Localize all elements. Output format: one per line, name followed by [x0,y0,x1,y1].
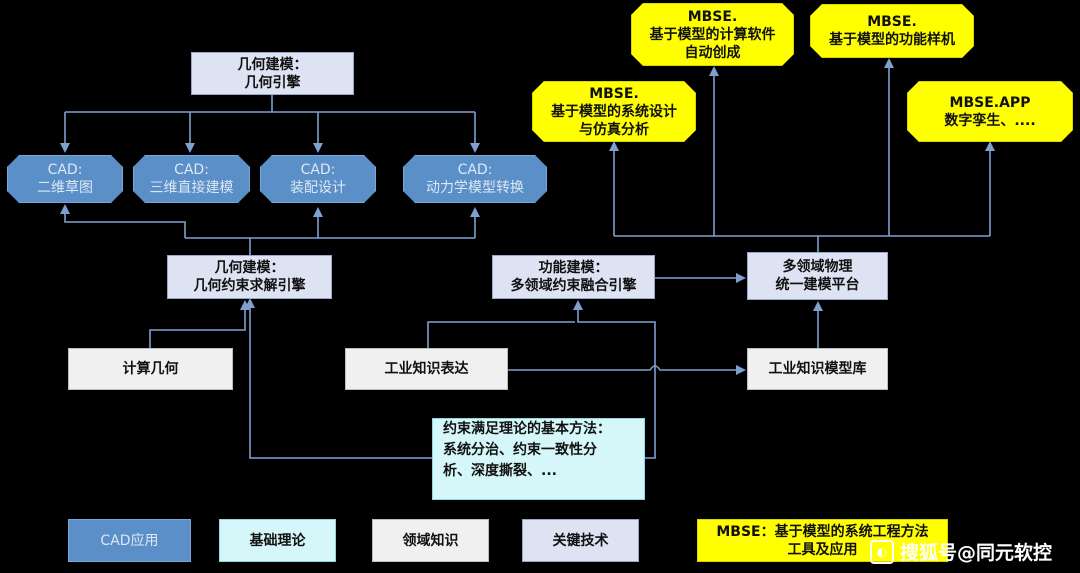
mbse-system-design-label-1: MBSE. [589,85,639,102]
legend-key-label: 关键技术 [552,532,609,549]
constraint-theory-label-3: 析、深度撕裂、... [443,463,557,479]
geometry-constraint-label-2: 几何约束求解引擎 [193,278,306,294]
mbse-software-node: MBSE. 基于模型的计算软件 自动创成 [631,3,794,66]
cad-dynamics-label-2: 动力学模型转换 [426,180,524,196]
mbse-prototype-label-2: 基于模型的功能样机 [829,32,955,48]
cad-assembly-node: CAD: 装配设计 [260,155,376,203]
cad-dynamics-label-1: CAD: [457,162,493,178]
mbse-app-node: MBSE.APP 数字孪生、.... [907,81,1073,142]
function-modeling-node: 功能建模： 多领域约束融合引擎 [492,255,655,299]
cad-2d-sketch-node: CAD: 二维草图 [7,155,123,203]
constraint-theory-label-1: 约束满足理论的基本方法： [443,421,611,437]
legend-cad-label: CAD应用 [100,532,159,549]
cad-2d-sketch-label-2: 二维草图 [37,180,93,196]
constraint-theory-node: 约束满足理论的基本方法： 系统分治、约束一致性分 析、深度撕裂、... [432,418,645,500]
geometry-constraint-node: 几何建模： 几何约束求解引擎 [167,255,332,299]
multi-domain-platform-label-2: 统一建模平台 [775,277,860,293]
legend-mbse-label-1: MBSE：基于模型的系统工程方法 [716,523,929,540]
legend-cad: CAD应用 [68,519,191,562]
legend-base-label: 基础理论 [249,532,306,549]
industrial-knowledge-expression-label: 工业知识表达 [384,361,469,377]
mbse-system-design-label-3: 与仿真分析 [579,121,649,138]
function-modeling-label-2: 多领域约束融合引擎 [510,278,637,294]
sohu-logo-icon: ◐ [869,539,894,564]
mbse-software-label-1: MBSE. [687,8,738,25]
cad-assembly-label-1: CAD: [300,162,336,178]
cad-3d-modeling-label-1: CAD: [174,162,209,178]
geometry-engine-node: 几何建模： 几何引擎 [191,52,354,95]
mbse-app-label-2: 数字孪生、.... [944,112,1036,129]
cad-dynamics-node: CAD: 动力学模型转换 [403,155,547,203]
industrial-knowledge-library-label: 工业知识模型库 [768,361,867,377]
cad-assembly-label-2: 装配设计 [290,180,346,196]
watermark: ◐ 搜狐号@同元软控 [869,538,1052,565]
industrial-knowledge-expression-node: 工业知识表达 [345,348,508,390]
computational-geometry-node: 计算几何 [68,348,233,390]
geometry-constraint-label-1: 几何建模： [214,260,285,276]
mbse-system-design-node: MBSE. 基于模型的系统设计 与仿真分析 [532,81,696,142]
computational-geometry-label: 计算几何 [122,361,179,377]
legend-domain: 领域知识 [372,519,489,562]
function-modeling-label-1: 功能建模： [538,260,609,276]
multi-domain-platform-node: 多领域物理 统一建模平台 [747,252,888,300]
mbse-system-design-label-2: 基于模型的系统设计 [551,103,677,120]
geometry-engine-label-1: 几何建模： [237,56,308,73]
watermark-text: 搜狐号@同元软控 [899,542,1052,564]
cad-2d-sketch-label-1: CAD: [47,162,83,178]
mbse-app-label-1: MBSE.APP [949,94,1031,111]
mbse-prototype-label-1: MBSE. [867,14,917,30]
cad-3d-modeling-label-2: 三维直接建模 [149,180,234,196]
legend-base: 基础理论 [219,519,336,562]
geometry-engine-label-2: 几何引擎 [244,74,301,91]
mbse-software-label-2: 基于模型的计算软件 [649,26,776,43]
constraint-theory-label-2: 系统分治、约束一致性分 [443,442,597,458]
legend-mbse-label-2: 工具及应用 [787,541,858,558]
legend-key: 关键技术 [522,519,639,562]
legend-mbse: MBSE：基于模型的系统工程方法 工具及应用 [697,519,948,562]
multi-domain-platform-label-1: 多领域物理 [782,259,853,275]
legend-domain-label: 领域知识 [402,532,459,549]
cad-3d-modeling-node: CAD: 三维直接建模 [133,155,250,203]
mbse-software-label-3: 自动创成 [684,44,741,61]
mbse-prototype-node: MBSE. 基于模型的功能样机 [810,4,974,58]
industrial-knowledge-library-node: 工业知识模型库 [747,348,888,390]
